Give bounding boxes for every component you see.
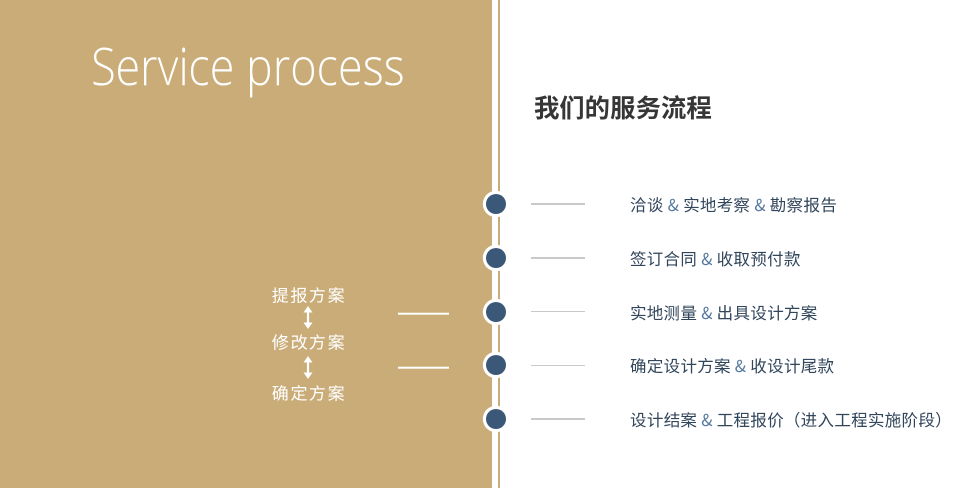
ampersand-separator: & [697,299,717,324]
flow-connector-line [398,312,449,315]
step-label: 洽谈 & 实地考察 & 勘察报告 [630,192,838,216]
ampersand-separator: & [663,192,684,216]
step-label: 签订合同 & 收取预付款 [630,245,801,270]
timeline-vertical-line [497,0,501,488]
ampersand-separator: & [750,192,770,216]
step-dot-icon [485,355,506,376]
step-dot-icon [485,247,506,268]
step-tick-line [531,257,585,259]
flow-item-2: 修改方案 [271,328,347,354]
step-tick-line [531,310,585,313]
step-dot-icon [485,409,506,430]
ampersand-separator: & [697,407,717,432]
step-tick-line [531,418,585,420]
double-arrow-icon [301,355,315,384]
double-arrow-icon [301,305,315,334]
flow-connector-line [398,366,449,369]
flow-item-1: 提报方案 [271,281,347,307]
slide-title-english: Service process [91,30,405,101]
step-label: 设计结案 & 工程报价（进入工程实施阶段） [630,407,952,432]
ampersand-separator: & [730,353,751,378]
step-tick-line [531,203,585,205]
slide-heading-chinese: 我们的服务流程 [534,89,712,125]
step-dot-icon [485,194,506,214]
step-label: 实地测量 & 出具设计方案 [630,299,818,324]
step-dot-icon [485,301,506,322]
ampersand-separator: & [697,245,717,270]
flow-item-3: 确定方案 [271,379,347,405]
step-tick-line [531,364,585,367]
gold-side-panel [0,0,492,488]
step-label: 确定设计方案 & 收设计尾款 [630,353,835,378]
